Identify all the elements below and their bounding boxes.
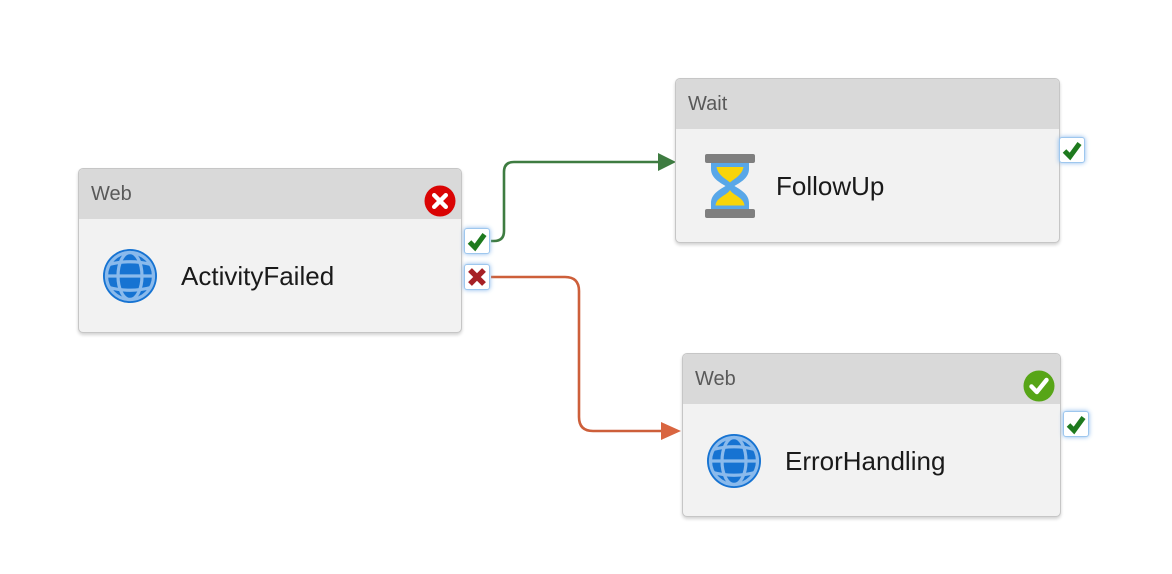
failure-port-badge[interactable] [464, 264, 490, 290]
success-connector-line[interactable] [491, 160, 658, 243]
failure-connector-line[interactable] [491, 275, 661, 433]
error-circle-icon [424, 185, 456, 217]
follow-up-success-badge[interactable] [1059, 137, 1085, 163]
node-name-label: ErrorHandling [785, 445, 946, 476]
check-badge-icon [1062, 142, 1082, 161]
check-badge-icon [1066, 416, 1086, 435]
node-activity-failed-header[interactable]: Web [79, 169, 461, 219]
node-type-label: Wait [688, 93, 728, 115]
hourglass-icon [705, 154, 755, 218]
node-follow-up[interactable]: Wait FollowUp [675, 78, 1060, 243]
x-badge-icon [468, 268, 486, 286]
success-connector-arrowhead [658, 153, 676, 171]
node-error-handling-body: ErrorHandling [683, 404, 1060, 518]
error-handling-success-badge[interactable] [1063, 411, 1089, 437]
node-follow-up-header[interactable]: Wait [676, 79, 1059, 129]
globe-icon [707, 434, 761, 488]
node-activity-failed-body: ActivityFailed [79, 219, 461, 333]
failure-connector[interactable] [491, 275, 681, 440]
success-port-badge[interactable] [464, 228, 490, 254]
failure-connector-arrowhead [661, 422, 681, 440]
node-error-handling[interactable]: Web ErrorHandling [682, 353, 1061, 517]
success-connector[interactable] [491, 153, 676, 243]
node-type-label: Web [91, 183, 132, 205]
globe-icon [103, 249, 157, 303]
check-badge-icon [467, 233, 487, 252]
node-error-handling-header[interactable]: Web [683, 354, 1060, 404]
node-name-label: ActivityFailed [181, 260, 335, 291]
node-activity-failed[interactable]: Web ActivityFailed [78, 168, 462, 333]
success-circle-icon [1023, 370, 1055, 402]
node-name-label: FollowUp [776, 170, 885, 201]
node-follow-up-body: FollowUp [676, 129, 1059, 243]
node-type-label: Web [695, 368, 736, 390]
